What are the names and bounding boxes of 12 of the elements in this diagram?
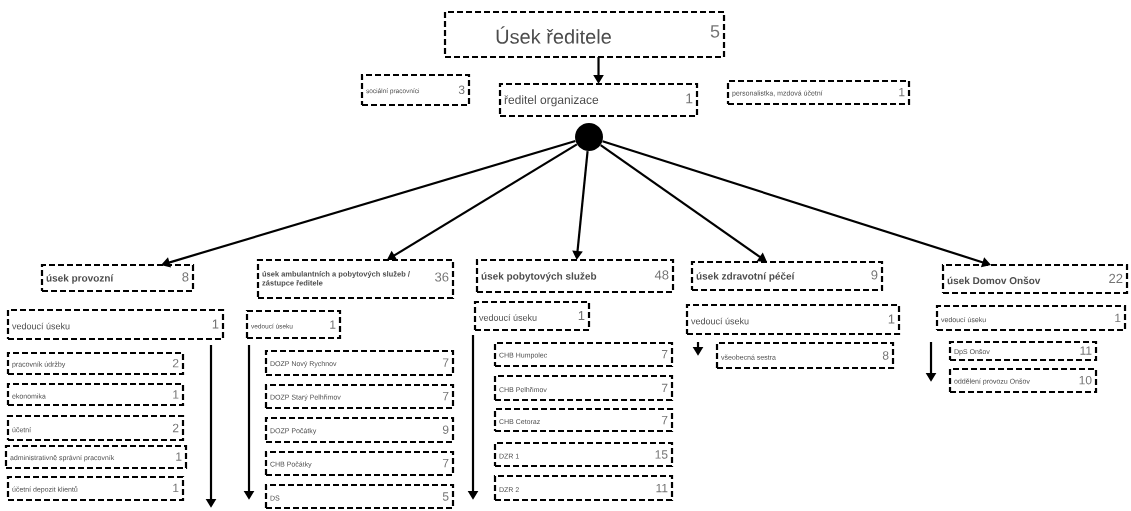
- department-box: úsek Domov Onšov 22: [941, 263, 1129, 295]
- arrow: [161, 140, 576, 268]
- position-box: ředitel organizace 1: [498, 82, 699, 118]
- position-box: vedoucí úseku 1: [685, 303, 901, 336]
- department-box: úsek pobytových služeb 48: [475, 258, 675, 294]
- position-box: vedoucí úseku 1: [473, 300, 591, 332]
- department-box: Úsek ředitele 5: [443, 10, 726, 59]
- department-box: úsek provozní 8: [40, 263, 195, 293]
- department-box: úsek zdravotní péčeí 9: [690, 260, 884, 292]
- junction-dot: [575, 123, 603, 151]
- position-box: vedoucí úseku 1: [6, 308, 225, 341]
- arrow: [600, 144, 767, 262]
